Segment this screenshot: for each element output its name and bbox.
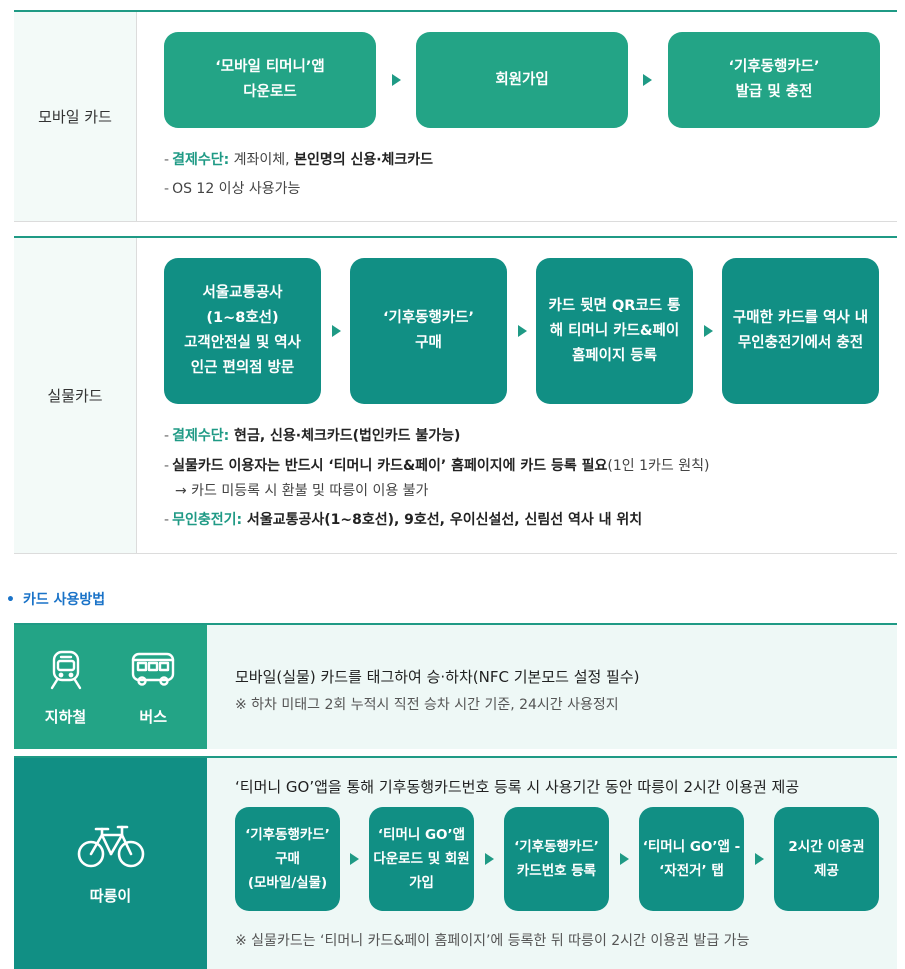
physical-note-unregistered: → 카드 미등록 시 환불 및 따릉이 이용 불가 (175, 483, 429, 499)
bike-icon-box: 따릉이 (14, 758, 207, 969)
physical-note-payment: -결제수단: 현금, 신용·체크카드(법인카드 불가능) (164, 428, 461, 444)
bike-column: 따릉이 (76, 821, 146, 906)
bike-step-2: ‘티머니 GO’앱 다운로드 및 회원 가입 (369, 807, 474, 911)
row-label-mobile: 모바일 카드 (14, 12, 137, 221)
mobile-step-1: ‘모바일 티머니’앱 다운로드 (164, 32, 376, 128)
bus-column: 버스 (130, 648, 176, 727)
physical-step-4: 구매한 카드를 역사 내 무인충전기에서 충전 (722, 258, 879, 404)
bike-step-1: ‘기후동행카드’ 구매 (모바일/실물) (235, 807, 340, 911)
arrow-right-icon (704, 325, 713, 337)
transit-main-text: 모바일(실물) 카드를 태그하여 승·하차(NFC 기본모드 설정 필수) (235, 668, 640, 686)
bike-label: 따릉이 (89, 887, 132, 905)
physical-note-register: -실물카드 이용자는 반드시 ‘티머니 카드&페이’ 홈페이지에 카드 등록 필… (164, 458, 710, 474)
bus-icon (132, 652, 175, 686)
physical-step-2: ‘기후동행카드’ 구매 (350, 258, 507, 404)
bicycle-icon (77, 825, 144, 868)
physical-step-3: 카드 뒷면 QR코드 통 해 티머니 카드&페이 홈페이지 등록 (536, 258, 693, 404)
usage-transit-row: 지하철 버스 모바일(실물) 카드를 태그하여 승·하차(NFC 기본모드 설정… (14, 623, 897, 749)
bike-sub-text: ※ 실물카드는 ‘티머니 카드&페이 홈페이지’에 등록한 뒤 따릉이 2시간 … (235, 933, 750, 949)
arrow-right-icon (643, 74, 652, 86)
bike-step-3: ‘기후동행카드’ 카드번호 등록 (504, 807, 609, 911)
arrow-right-icon (392, 74, 401, 86)
mobile-note-payment: -결제수단: 계좌이체, 본인명의 신용·체크카드 (164, 152, 434, 168)
transit-icon-box: 지하철 버스 (14, 625, 207, 749)
usage-bike-row: 따릉이 ‘티머니 GO’앱을 통해 기후동행카드번호 등록 시 사용기간 동안 … (14, 756, 897, 969)
mobile-step-3: ‘기후동행카드’ 발급 및 충전 (668, 32, 880, 128)
mobile-note-os: -OS 12 이상 사용가능 (164, 181, 301, 197)
bike-main-text: ‘티머니 GO’앱을 통해 기후동행카드번호 등록 시 사용기간 동안 따릉이 … (235, 778, 800, 796)
bullet-icon: • (6, 592, 15, 608)
bike-description: ‘티머니 GO’앱을 통해 기후동행카드번호 등록 시 사용기간 동안 따릉이 … (207, 758, 897, 969)
subway-column: 지하철 (45, 648, 86, 727)
arrow-right-icon (332, 325, 341, 337)
bike-step-4: ‘티머니 GO’앱 - ‘자전거’ 탭 (639, 807, 744, 911)
train-icon (50, 650, 81, 689)
physical-card-body: 서울교통공사 (1~8호선) 고객안전실 및 역사 인근 편의점 방문 ‘기후동… (137, 238, 897, 553)
bike-step-5: 2시간 이용권 제공 (774, 807, 879, 911)
physical-card-row: 실물카드 서울교통공사 (1~8호선) 고객안전실 및 역사 인근 편의점 방문… (14, 236, 897, 554)
arrow-right-icon (350, 853, 359, 865)
arrow-right-icon (485, 853, 494, 865)
arrow-right-icon (518, 325, 527, 337)
physical-step-1: 서울교통공사 (1~8호선) 고객안전실 및 역사 인근 편의점 방문 (164, 258, 321, 404)
mobile-card-row: 모바일 카드 ‘모바일 티머니’앱 다운로드 회원가입 ‘기후동행카드’ 발급 … (14, 10, 897, 222)
arrow-right-icon (755, 853, 764, 865)
usage-section-title: •카드 사용방법 (6, 592, 106, 608)
row-label-physical: 실물카드 (14, 238, 137, 553)
mobile-card-body: ‘모바일 티머니’앱 다운로드 회원가입 ‘기후동행카드’ 발급 및 충전 -결… (137, 12, 897, 221)
physical-note-charger: -무인충전기: 서울교통공사(1~8호선), 9호선, 우이신설선, 신림선 역… (164, 512, 643, 528)
bus-label: 버스 (139, 707, 167, 726)
transit-sub-text: ※ 하차 미태그 2회 누적시 직전 승차 시간 기준, 24시간 사용정지 (235, 697, 619, 713)
arrow-right-icon (620, 853, 629, 865)
subway-label: 지하철 (44, 707, 87, 726)
transit-description: 모바일(실물) 카드를 태그하여 승·하차(NFC 기본모드 설정 필수) ※ … (207, 625, 897, 749)
mobile-step-2: 회원가입 (416, 32, 628, 128)
